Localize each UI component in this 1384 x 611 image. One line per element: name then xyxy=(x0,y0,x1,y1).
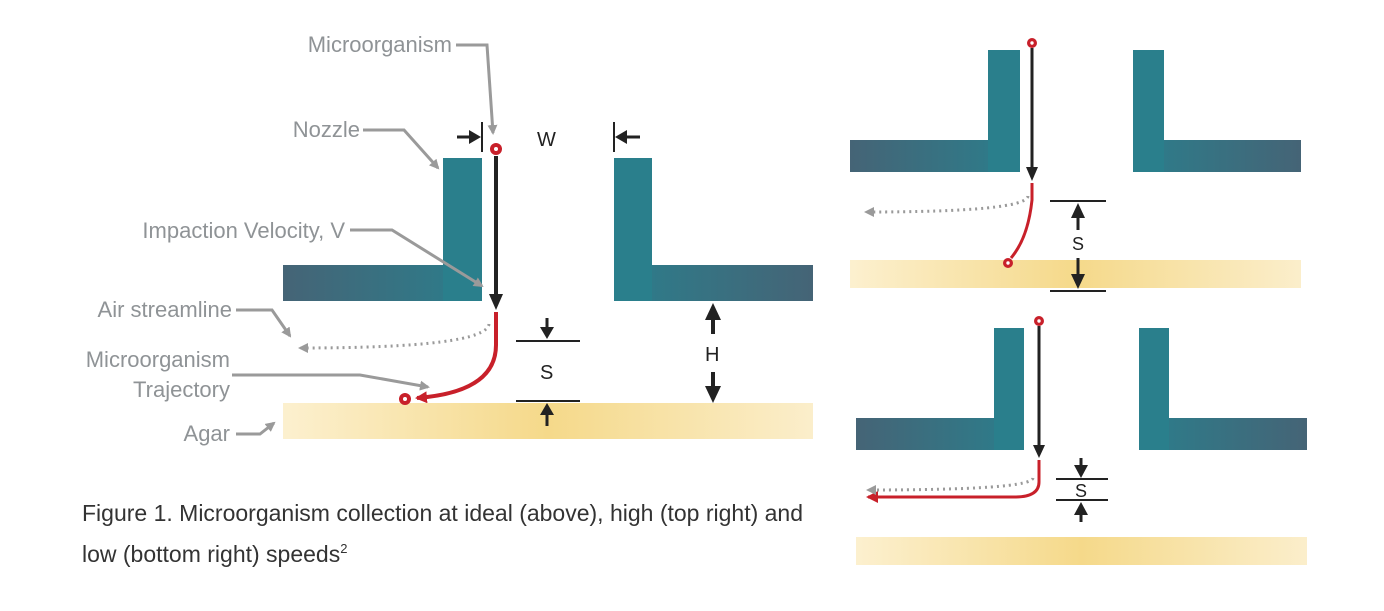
caption-superscript: 2 xyxy=(340,541,348,556)
height-dimension: H xyxy=(705,303,721,403)
spacing-dimension-low: S xyxy=(1056,458,1108,522)
air-streamline xyxy=(298,323,491,353)
trajectory-label-line1: Microorganism xyxy=(86,347,230,372)
spacing-label-low: S xyxy=(1075,481,1087,501)
right-nozzle xyxy=(614,158,813,301)
trajectory-low xyxy=(866,460,1041,503)
spacing-label-high: S xyxy=(1072,234,1084,254)
trajectory-high xyxy=(1009,183,1034,259)
left-nozzle-high xyxy=(850,50,1020,172)
landed-microorganism-dot xyxy=(399,393,411,405)
landed-dot-high xyxy=(1003,258,1013,268)
microorganism-dot-low xyxy=(1034,316,1044,326)
air-streamline-low xyxy=(866,477,1035,495)
agar-plate-low xyxy=(856,537,1307,565)
main-diagram: W S H xyxy=(86,32,813,446)
low-speed-diagram: S xyxy=(856,316,1307,565)
microorganism-label: Microorganism xyxy=(308,32,452,57)
spacing-label: S xyxy=(540,362,553,384)
air-streamline-high xyxy=(864,195,1030,217)
width-dimension: W xyxy=(457,122,640,152)
height-label: H xyxy=(705,344,719,366)
high-speed-diagram: S xyxy=(850,38,1301,292)
left-nozzle xyxy=(283,158,482,301)
left-nozzle-low xyxy=(856,328,1024,450)
spacing-dimension-high: S xyxy=(1050,200,1106,292)
spacing-dimension: S xyxy=(516,318,580,426)
microorganism-dot-high xyxy=(1027,38,1037,48)
figure-caption: Figure 1. Microorganism collection at id… xyxy=(82,495,842,572)
right-nozzle-low xyxy=(1139,328,1307,450)
microorganism-trajectory xyxy=(415,312,498,404)
agar-label: Agar xyxy=(184,421,230,446)
air-streamline-label: Air streamline xyxy=(98,297,232,322)
microorganism-dot xyxy=(490,143,502,155)
nozzle-label: Nozzle xyxy=(293,117,360,142)
label-pointers xyxy=(232,43,498,436)
width-label: W xyxy=(537,129,556,151)
caption-text: Figure 1. Microorganism collection at id… xyxy=(82,500,804,567)
trajectory-label-line2: Trajectory xyxy=(133,377,230,402)
impaction-velocity-label: Impaction Velocity, V xyxy=(142,218,345,243)
right-nozzle-high xyxy=(1133,50,1301,172)
